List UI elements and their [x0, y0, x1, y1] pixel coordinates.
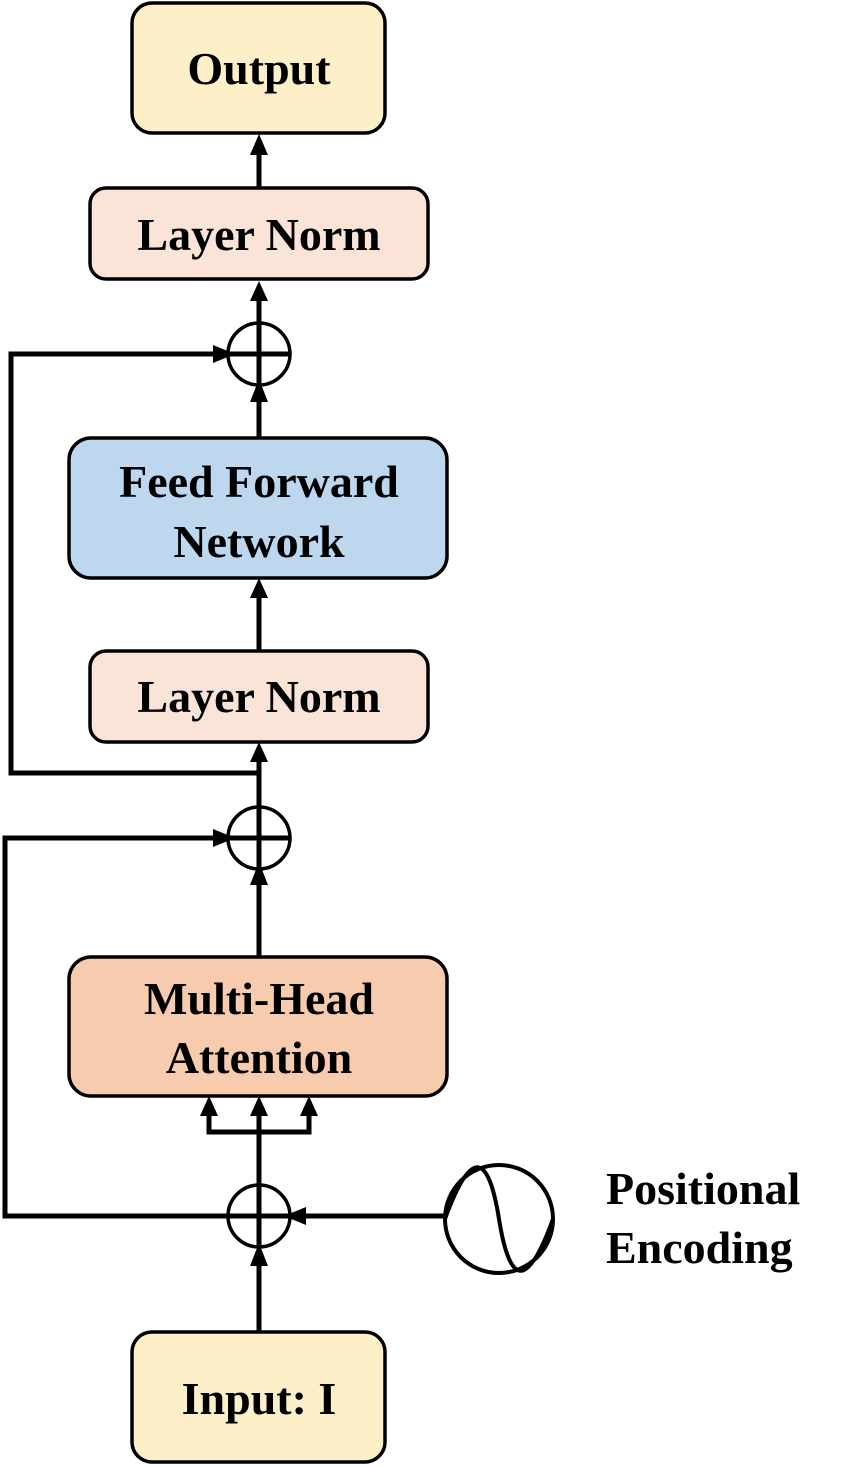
arrowhead-left	[284, 1207, 306, 1225]
arrowhead-up	[250, 1096, 268, 1116]
input-label: Input: I	[182, 1373, 337, 1424]
input-box	[130, 1330, 387, 1464]
attention-box	[67, 955, 449, 1098]
input-node: Input: I	[130, 1330, 387, 1464]
layer-norm-mid-label: Layer Norm	[137, 671, 380, 722]
arrowhead-up	[250, 862, 268, 885]
attention-label-line1: Multi-Head	[144, 973, 374, 1024]
layer-norm-mid-node: Layer Norm	[88, 649, 430, 744]
arrowhead-up	[300, 1096, 318, 1116]
arrowhead-up	[250, 1243, 268, 1266]
arrowheads	[200, 134, 318, 1266]
arrowhead-up	[250, 134, 268, 155]
layer-norm-top-node: Layer Norm	[88, 186, 430, 281]
circled-plus-icon	[226, 805, 292, 871]
arrowhead-up	[250, 578, 268, 598]
ffn-box	[67, 436, 449, 580]
ffn-label-line2: Network	[173, 516, 345, 567]
ffn-node: Feed Forward Network	[67, 436, 449, 580]
arrowhead-up	[250, 379, 268, 402]
output-node: Output	[130, 1, 387, 135]
output-box	[130, 1, 387, 135]
layer-norm-top-box	[88, 186, 430, 281]
arrowhead-up	[250, 281, 268, 301]
layer-norm-top-label: Layer Norm	[137, 209, 380, 260]
attention-label-line2: Attention	[166, 1032, 353, 1083]
output-label: Output	[187, 43, 331, 94]
edge-residual-ffn	[8, 351, 259, 776]
ffn-label-line1: Feed Forward	[119, 456, 399, 507]
arrowhead-up	[250, 742, 268, 762]
arrowhead-right	[213, 345, 235, 363]
positional-label-line1: Positional	[606, 1163, 800, 1214]
circled-plus-icon	[226, 1183, 292, 1249]
sine-wave-icon	[443, 1163, 555, 1275]
arrowhead-up	[200, 1096, 218, 1116]
circled-plus-icon	[226, 321, 292, 387]
layer-norm-mid-box	[88, 649, 430, 744]
arrowhead-right	[213, 829, 235, 847]
attention-node: Multi-Head Attention	[67, 955, 449, 1098]
positional-label-line2: Encoding	[606, 1222, 793, 1273]
edge-residual-attention	[2, 835, 236, 1219]
